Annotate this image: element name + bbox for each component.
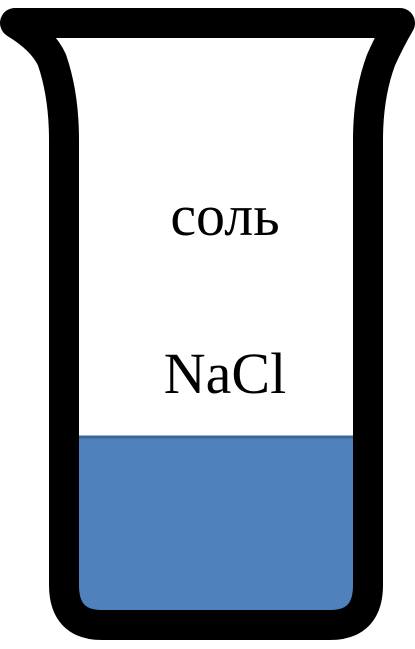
liquid-solution <box>55 435 377 617</box>
beaker-outline <box>0 8 415 640</box>
chemical-formula-label: NaCl <box>164 341 286 406</box>
substance-name-label: соль <box>170 183 279 248</box>
